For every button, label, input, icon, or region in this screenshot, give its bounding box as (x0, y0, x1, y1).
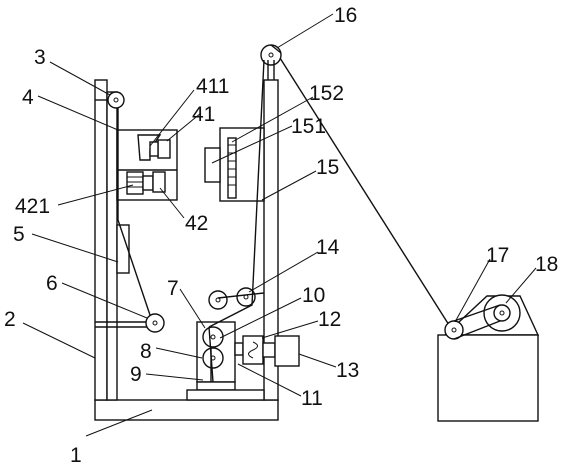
rack-152 (227, 137, 237, 199)
reel-18-hub (493, 304, 511, 322)
fan-blade-12 (248, 341, 258, 359)
label-14: 14 (316, 236, 340, 259)
comb-421 (126, 171, 144, 195)
label-41: 41 (192, 103, 215, 126)
leader-14 (248, 251, 319, 293)
leader-2 (22, 322, 96, 359)
label-3: 3 (34, 46, 46, 69)
label-1: 1 (70, 444, 82, 467)
motor-42-coupler (142, 175, 154, 191)
motor-41-coupler (149, 141, 159, 157)
label-421: 421 (15, 195, 50, 218)
stand-9-top (196, 381, 236, 391)
pulley-small (208, 290, 228, 310)
winder-base (437, 334, 539, 422)
label-42: 42 (185, 212, 208, 235)
motor-13 (274, 335, 300, 367)
leader-15 (261, 170, 317, 201)
label-13: 13 (336, 359, 359, 382)
label-4: 4 (22, 86, 34, 109)
wire-17-18-top (453, 304, 501, 322)
roller-7 (202, 326, 224, 348)
label-2: 2 (4, 308, 16, 331)
fan-motor-coupler (262, 342, 276, 358)
leader-152 (231, 96, 314, 143)
leader-17 (454, 258, 491, 323)
wire-left-path (117, 108, 151, 316)
motor-151 (204, 147, 221, 183)
label-9: 9 (130, 363, 142, 386)
pulley-14 (236, 287, 256, 307)
label-10: 10 (302, 284, 325, 307)
leader-42 (159, 187, 185, 219)
reel-18-axle (499, 310, 505, 316)
motor-41 (157, 139, 171, 159)
label-17: 17 (486, 244, 509, 267)
wire-right-path (208, 59, 265, 328)
pulley-17-axle (451, 327, 457, 333)
label-11: 11 (301, 387, 323, 410)
motor-42 (152, 171, 166, 193)
wire-to-17 (279, 57, 450, 326)
label-7: 7 (167, 277, 179, 300)
label-5: 5 (13, 223, 25, 246)
fan-coupler (234, 342, 244, 356)
base-plate (94, 399, 279, 421)
roller-8 (202, 347, 224, 369)
leader-5 (31, 233, 119, 263)
label-152: 152 (309, 82, 344, 105)
right-column (263, 79, 279, 401)
component-5 (116, 224, 130, 274)
pulley-6 (145, 313, 165, 333)
leader-1 (85, 409, 153, 437)
stand-9-base (186, 389, 265, 401)
label-12: 12 (318, 308, 341, 331)
label-151: 151 (291, 115, 326, 138)
leader-4 (37, 95, 119, 131)
leader-421 (57, 184, 134, 206)
label-18: 18 (535, 253, 558, 276)
label-6: 6 (46, 272, 58, 295)
leader-16 (276, 13, 334, 49)
leader-11 (237, 363, 302, 397)
wire-17-18-bottom (453, 320, 501, 340)
leader-151 (211, 125, 293, 164)
wire-roller-drop-b (208, 326, 214, 383)
roller-7-axle (210, 334, 216, 340)
pulley-6-axle (152, 320, 158, 326)
leader-41 (166, 112, 202, 142)
pulley-3-axle (113, 97, 119, 103)
wire-top-wrap (270, 44, 282, 54)
leader-13 (298, 353, 337, 368)
leader-10 (219, 297, 302, 339)
label-411: 411 (196, 75, 229, 98)
left-inner-column (106, 91, 118, 401)
pulley-3 (107, 91, 125, 109)
label-16: 16 (334, 4, 357, 27)
leader-12 (261, 320, 319, 339)
pulley-14-arm (217, 292, 265, 299)
left-column (94, 79, 108, 401)
leader-9 (145, 373, 204, 381)
leader-3 (49, 61, 111, 96)
label-15: 15 (316, 156, 339, 179)
leader-8 (155, 347, 203, 359)
leader-6 (61, 282, 148, 319)
leader-7 (179, 288, 206, 329)
leader-18 (505, 267, 537, 304)
leader-411 (149, 89, 195, 147)
label-8: 8 (140, 340, 152, 363)
pulley-16-axle (268, 52, 274, 58)
